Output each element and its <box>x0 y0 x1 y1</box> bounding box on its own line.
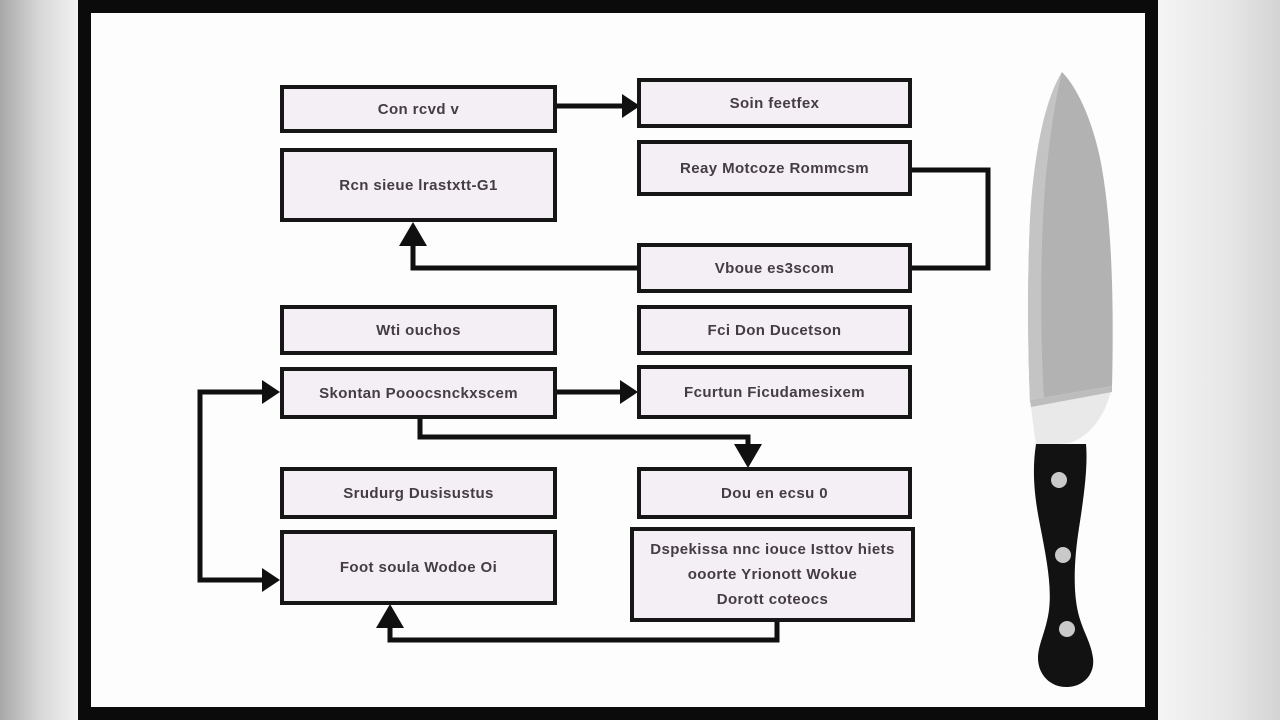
flow-box-r7: Dspekissa nnc iouce Isttov hiets ooorte … <box>630 527 915 622</box>
arrowhead-down-r6 <box>734 444 762 468</box>
knife-blade-highlight <box>1028 72 1062 402</box>
flow-box-l2-label: Rcn sieue lrastxtt-G1 <box>339 176 498 194</box>
flow-box-r5: Fcurtun Ficudamesixem <box>637 365 912 419</box>
flow-box-r5-label: Fcurtun Ficudamesixem <box>684 383 865 401</box>
flow-box-l1-label: Con rcvd v <box>377 100 460 118</box>
flow-box-r2-label: Reay Motcoze Rommcsm <box>680 159 869 177</box>
connector-l4-r6 <box>417 419 751 446</box>
arrowhead-right-r5 <box>620 380 638 404</box>
framed-diagram-card <box>78 0 1158 720</box>
flow-box-r7-line3: Dorott coteocs <box>716 591 829 608</box>
flow-box-l5: Srudurg Dusisustus <box>280 467 557 519</box>
flow-box-l3-label: Wti ouchos <box>376 321 461 339</box>
flow-box-r4: Fci Don Ducetson <box>637 305 912 355</box>
flow-box-r3-label: Vboue es3scom <box>714 259 835 277</box>
arrowhead-right-l6 <box>262 568 280 592</box>
knife-blade <box>1028 72 1113 402</box>
flow-box-r2: Reay Motcoze Rommcsm <box>637 140 912 196</box>
chef-knife-illustration <box>1028 72 1113 688</box>
flow-box-l4: Skontan Pooocsnckxscem <box>280 367 557 419</box>
connector-r3-l2 <box>410 242 637 271</box>
flow-box-r3: Vboue es3scom <box>637 243 912 293</box>
connector-l4-l6 <box>197 389 262 583</box>
flow-box-r7-line2: ooorte Yrionott Wokue <box>687 566 858 583</box>
arrowhead-up-l2 <box>399 222 427 246</box>
knife-rivet-2 <box>1055 547 1071 563</box>
flow-box-l2: Rcn sieue lrastxtt-G1 <box>280 148 557 222</box>
flow-box-r4-label: Fci Don Ducetson <box>707 321 842 339</box>
flow-box-l5-label: Srudurg Dusisustus <box>343 484 494 502</box>
flow-box-l6: Foot soula Wodoe Oi <box>280 530 557 605</box>
connector-r7-l6 <box>387 622 780 643</box>
connector-r2-r3 <box>912 167 991 271</box>
arrowhead-right-r1 <box>622 94 640 118</box>
knife-bolster-shade <box>1030 386 1112 407</box>
knife-rivet-3 <box>1059 621 1075 637</box>
flow-box-l6-label: Foot soula Wodoe Oi <box>339 559 498 576</box>
flow-box-r1: Soin feetfex <box>637 78 912 128</box>
arrowhead-up-l6-bottom <box>376 604 404 628</box>
flow-box-r6: Dou en ecsu 0 <box>637 467 912 519</box>
knife-rivet-1 <box>1051 472 1067 488</box>
flow-box-l3: Wti ouchos <box>280 305 557 355</box>
flow-box-l1: Con rcvd v <box>280 85 557 133</box>
arrowhead-right-l4 <box>262 380 280 404</box>
knife-handle <box>1033 444 1094 688</box>
flow-box-l4-label: Skontan Pooocsnckxscem <box>319 384 518 402</box>
flow-box-r7-line1: Dspekissa nnc iouce Isttov hiets <box>650 541 895 558</box>
flow-box-r6-label: Dou en ecsu 0 <box>721 484 828 502</box>
flow-box-r1-label: Soin feetfex <box>729 94 820 112</box>
